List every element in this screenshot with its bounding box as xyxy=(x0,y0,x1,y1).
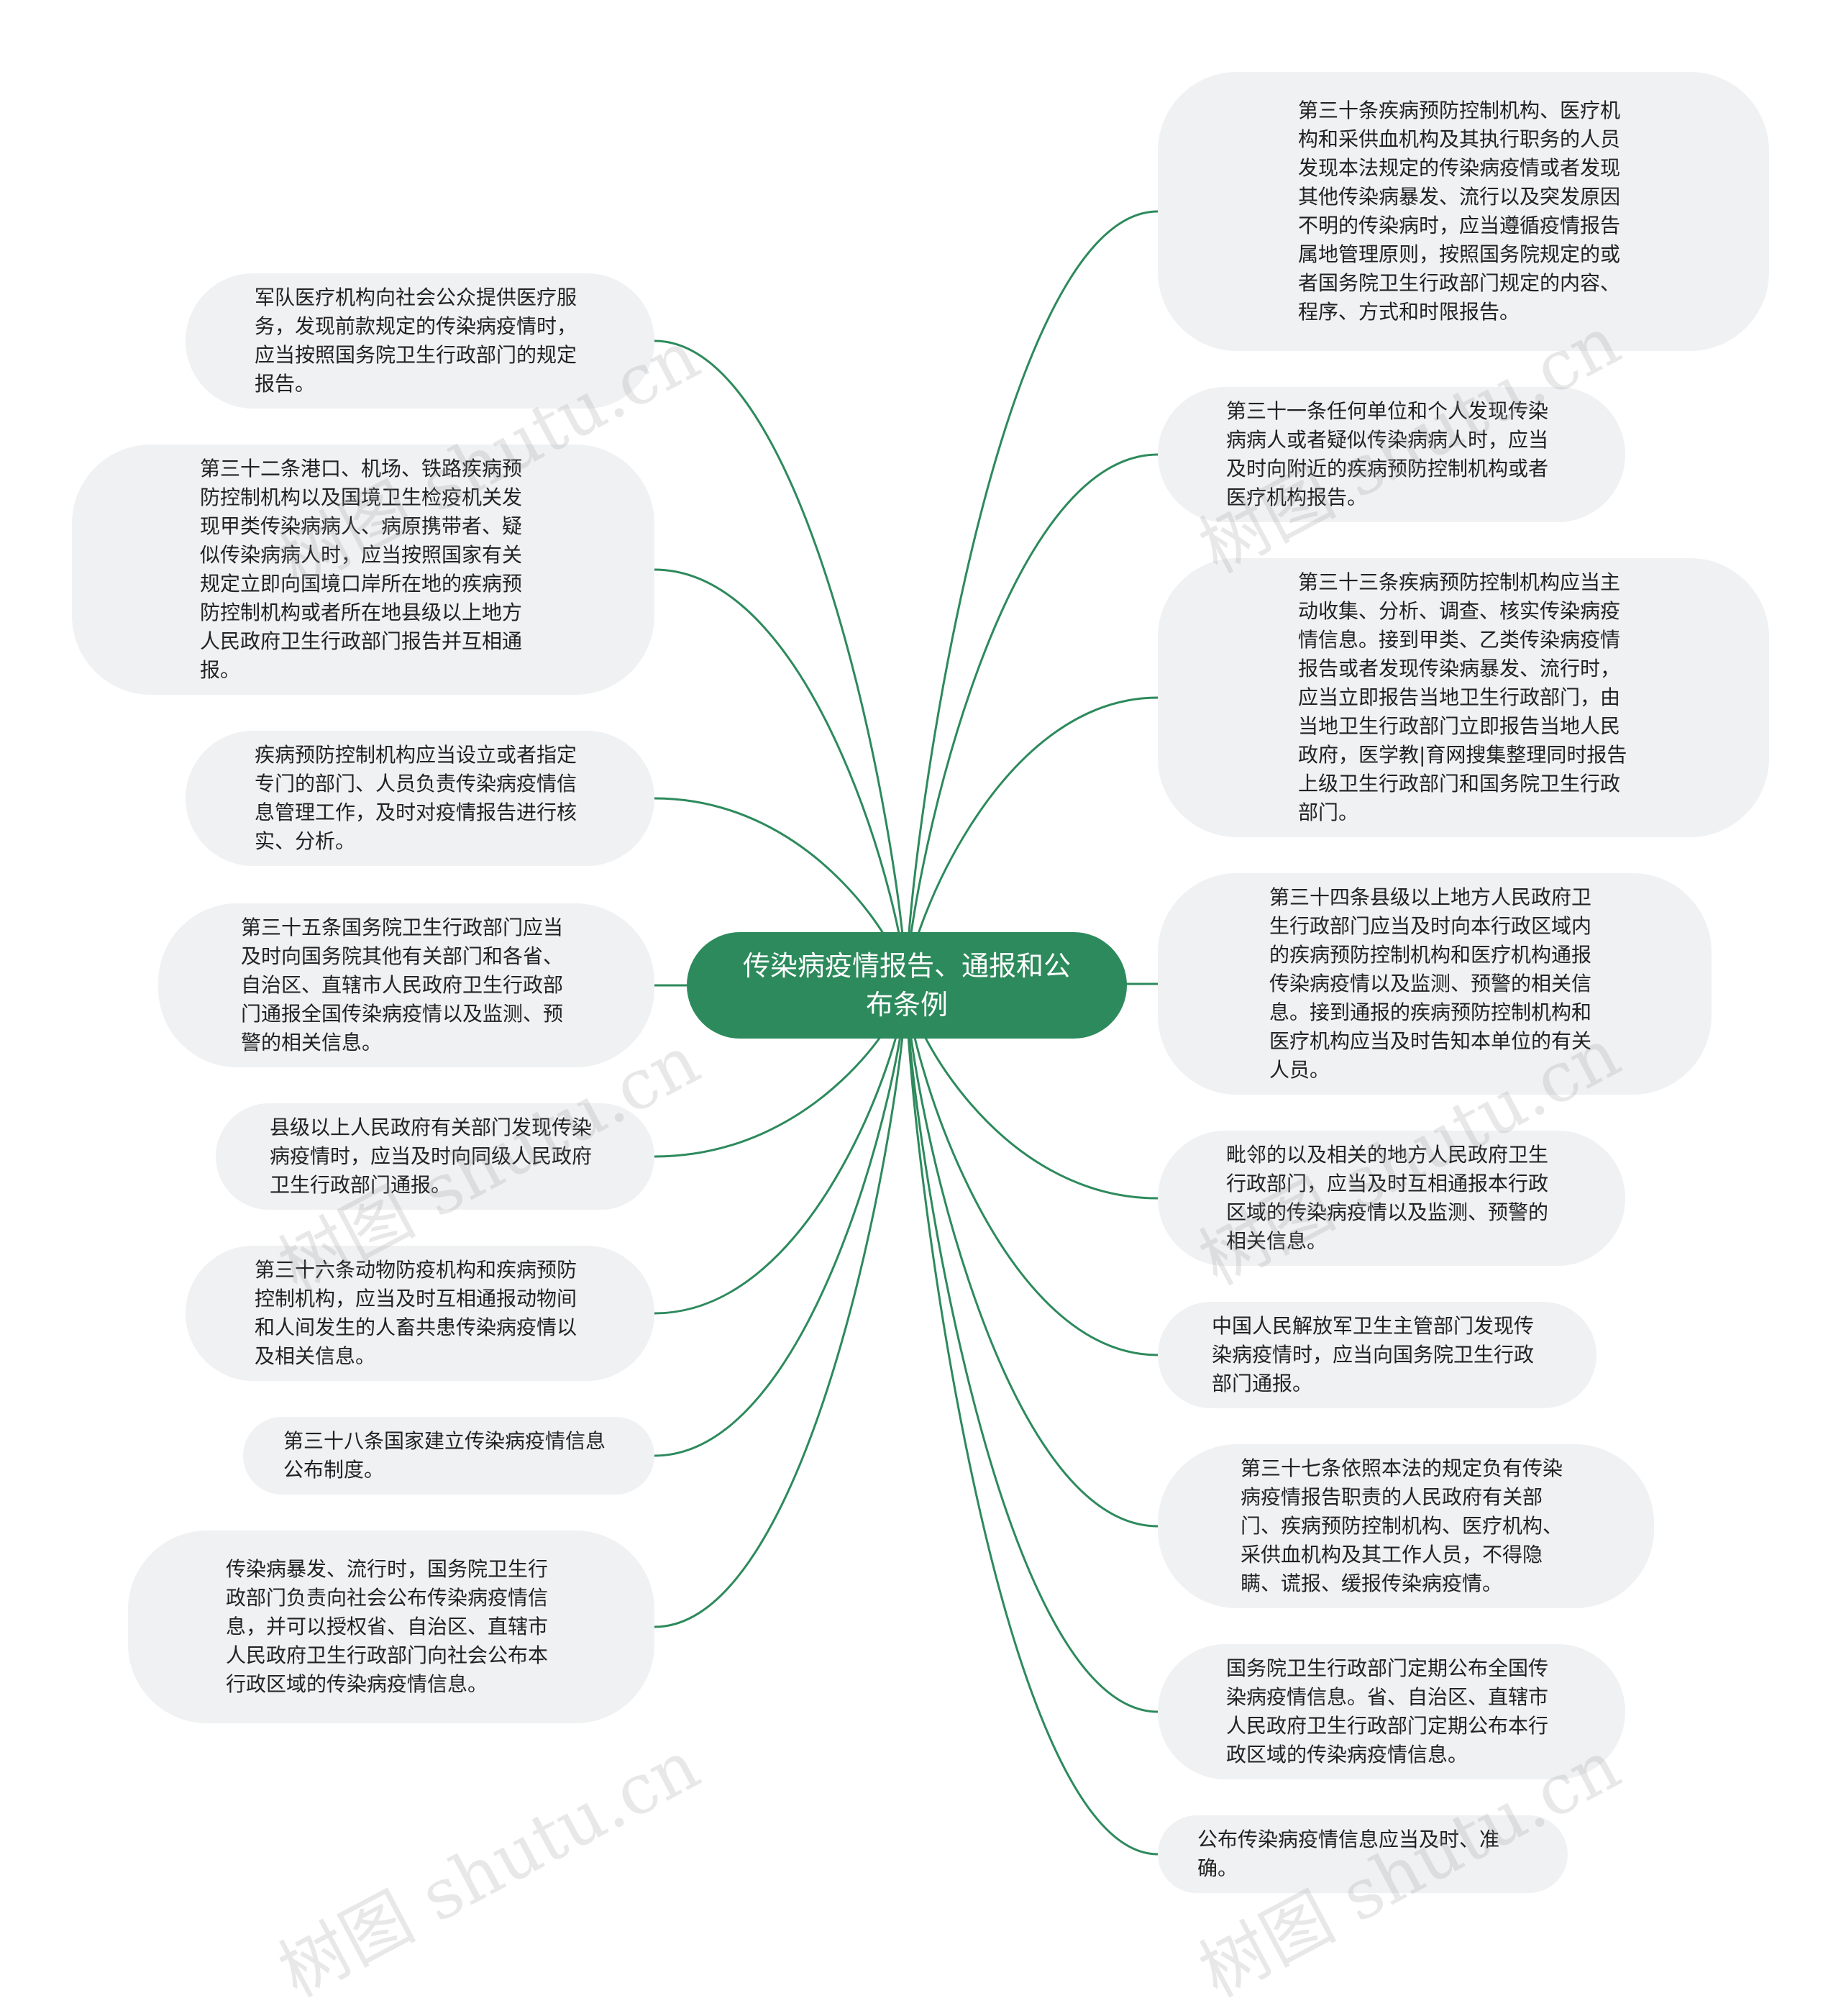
topic-node[interactable]: 疾病预防控制机构应当设立或者指定专门的部门、人员负责传染病疫情信息管理工作，及时… xyxy=(186,731,654,866)
topic-node[interactable]: 公布传染病疫情信息应当及时、准确。 xyxy=(1158,1815,1568,1893)
topic-node[interactable]: 第三十六条动物防疫机构和疾病预防控制机构，应当及时互相通报动物间和人间发生的人畜… xyxy=(186,1246,654,1381)
topic-node[interactable]: 第三十八条国家建立传染病疫情信息公布制度。 xyxy=(243,1417,654,1495)
connector-line xyxy=(654,339,908,986)
topic-node[interactable]: 第三十五条国务院卫生行政部门应当及时向国务院其他有关部门和各省、自治区、直辖市人… xyxy=(158,903,654,1067)
topic-node[interactable]: 第三十七条依照本法的规定负有传染病疫情报告职责的人民政府有关部门、疾病预防控制机… xyxy=(1158,1444,1654,1608)
topic-text: 国务院卫生行政部门定期公布全国传染病疫情信息。省、自治区、直辖市人民政府卫生行政… xyxy=(1226,1656,1549,1766)
connector-line xyxy=(654,985,908,1628)
topic-text: 第三十三条疾病预防控制机构应当主动收集、分析、调查、核实传染病疫情信息。接到甲类… xyxy=(1298,570,1627,824)
topic-text: 公布传染病疫情信息应当及时、准确。 xyxy=(1197,1828,1500,1880)
root-topic-node[interactable]: 传染病疫情报告、通报和公布条例 xyxy=(687,932,1127,1039)
topic-node[interactable]: 传染病暴发、流行时，国务院卫生行政部门负责向社会公布传染病疫情信息，并可以授权省… xyxy=(128,1531,654,1723)
topic-node[interactable]: 毗邻的以及相关的地方人民政府卫生行政部门，应当及时互相通报本行政区域的传染病疫情… xyxy=(1158,1131,1625,1266)
topic-node[interactable]: 第三十三条疾病预防控制机构应当主动收集、分析、调查、核实传染病疫情信息。接到甲类… xyxy=(1158,558,1769,837)
topic-text: 毗邻的以及相关的地方人民政府卫生行政部门，应当及时互相通报本行政区域的传染病疫情… xyxy=(1226,1143,1549,1253)
connector-line xyxy=(905,210,1159,986)
topic-text: 军队医疗机构向社会公众提供医疗服务，发现前款规定的传染病疫情时，应当按照国务院卫… xyxy=(255,286,577,396)
topic-node[interactable]: 中国人民解放军卫生主管部门发现传染病疫情时，应当向国务院卫生行政部门通报。 xyxy=(1158,1302,1596,1408)
topic-text: 第三十六条动物防疫机构和疾病预防控制机构，应当及时互相通报动物间和人间发生的人畜… xyxy=(255,1258,577,1368)
topic-text: 疾病预防控制机构应当设立或者指定专门的部门、人员负责传染病疫情信息管理工作，及时… xyxy=(255,743,577,853)
connector-line xyxy=(654,985,908,1457)
topic-node[interactable]: 国务院卫生行政部门定期公布全国传染病疫情信息。省、自治区、直辖市人民政府卫生行政… xyxy=(1158,1644,1625,1779)
connector-line xyxy=(905,985,1159,1528)
topic-node[interactable]: 军队医疗机构向社会公众提供医疗服务，发现前款规定的传染病疫情时，应当按照国务院卫… xyxy=(186,273,654,409)
connector-line xyxy=(905,453,1159,986)
topic-text: 县级以上人民政府有关部门发现传染病疫情时，应当及时向同级人民政府卫生行政部门通报… xyxy=(270,1116,593,1197)
connector-line xyxy=(905,985,1159,1856)
connector-line xyxy=(905,985,1159,1356)
topic-node[interactable]: 第三十条疾病预防控制机构、医疗机构和采供血机构及其执行职务的人员发现本法规定的传… xyxy=(1158,72,1769,351)
topic-text: 第三十五条国务院卫生行政部门应当及时向国务院其他有关部门和各省、自治区、直辖市人… xyxy=(241,916,564,1054)
topic-node[interactable]: 第三十一条任何单位和个人发现传染病病人或者疑似传染病病人时，应当及时向附近的疾病… xyxy=(1158,387,1625,522)
topic-node[interactable]: 县级以上人民政府有关部门发现传染病疫情时，应当及时向同级人民政府卫生行政部门通报… xyxy=(216,1103,654,1210)
topic-text: 第三十四条县级以上地方人民政府卫生行政部门应当及时向本行政区域内的疾病预防控制机… xyxy=(1269,885,1592,1082)
connector-line xyxy=(905,985,1159,1713)
topic-node[interactable]: 第三十四条县级以上地方人民政府卫生行政部门应当及时向本行政区域内的疾病预防控制机… xyxy=(1158,873,1712,1095)
topic-text: 第三十条疾病预防控制机构、医疗机构和采供血机构及其执行职务的人员发现本法规定的传… xyxy=(1298,99,1621,324)
topic-node[interactable]: 第三十二条港口、机场、铁路疾病预防控制机构以及国境卫生检疫机关发现甲类传染病病人… xyxy=(72,444,654,695)
topic-text: 第三十七条依照本法的规定负有传染病疫情报告职责的人民政府有关部门、疾病预防控制机… xyxy=(1241,1456,1563,1595)
topic-text: 第三十二条港口、机场、铁路疾病预防控制机构以及国境卫生检疫机关发现甲类传染病病人… xyxy=(200,457,523,682)
connector-line xyxy=(654,568,908,986)
topic-text: 传染病暴发、流行时，国务院卫生行政部门负责向社会公布传染病疫情信息，并可以授权省… xyxy=(226,1557,549,1696)
topic-text: 第三十八条国家建立传染病疫情信息公布制度。 xyxy=(283,1429,606,1482)
root-topic-label: 传染病疫情报告、通报和公布条例 xyxy=(742,950,1071,1021)
topic-text: 第三十一条任何单位和个人发现传染病病人或者疑似传染病病人时，应当及时向附近的疾病… xyxy=(1226,399,1549,509)
topic-text: 中国人民解放军卫生主管部门发现传染病疫情时，应当向国务院卫生行政部门通报。 xyxy=(1212,1314,1535,1395)
